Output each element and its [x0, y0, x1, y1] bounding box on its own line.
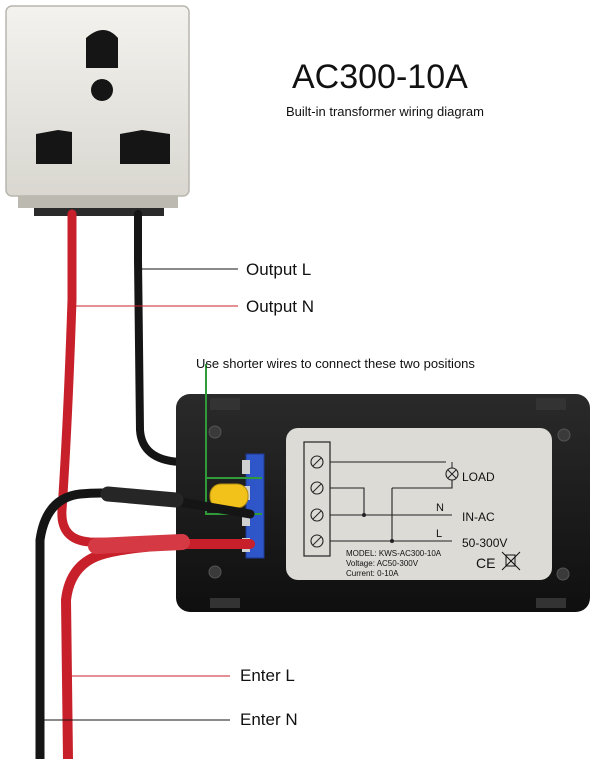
- voltage-line: Voltage: AC50-300V: [346, 559, 419, 568]
- heat-shrink-black: [100, 486, 184, 508]
- power-socket: [5, 5, 190, 216]
- diagram-subtitle: Built-in transformer wiring diagram: [286, 104, 484, 119]
- enter-n-label: Enter N: [240, 710, 298, 729]
- voltage-range-label: 50-300V: [462, 536, 507, 550]
- current-line: Current: 0-10A: [346, 569, 399, 578]
- l-label: L: [436, 528, 442, 540]
- heat-shrink-red: [88, 534, 190, 554]
- socket-hole-top: [86, 30, 118, 68]
- enter-l-label: Enter L: [240, 666, 295, 685]
- meter-module: LOAD N IN-AC L 50-300V MODEL: KWS-AC300-…: [176, 394, 590, 612]
- label-panel: [286, 428, 552, 580]
- output-l-label: Output L: [246, 260, 312, 279]
- socket-hole-left: [36, 130, 72, 164]
- output-n-label: Output N: [246, 297, 315, 316]
- n-label: N: [436, 502, 444, 514]
- diagram-title: AC300-10A: [292, 58, 468, 96]
- load-label: LOAD: [462, 470, 495, 484]
- short-wire-note: Use shorter wires to connect these two p…: [196, 356, 475, 371]
- output-n-wire: [57, 209, 255, 549]
- model-line: MODEL: KWS-AC300-10A: [346, 549, 442, 558]
- socket-hole-right: [120, 130, 170, 164]
- ce-mark-icon: CE: [476, 555, 495, 571]
- weee-bin-icon: [501, 551, 521, 571]
- in-ac-label: IN-AC: [462, 510, 495, 524]
